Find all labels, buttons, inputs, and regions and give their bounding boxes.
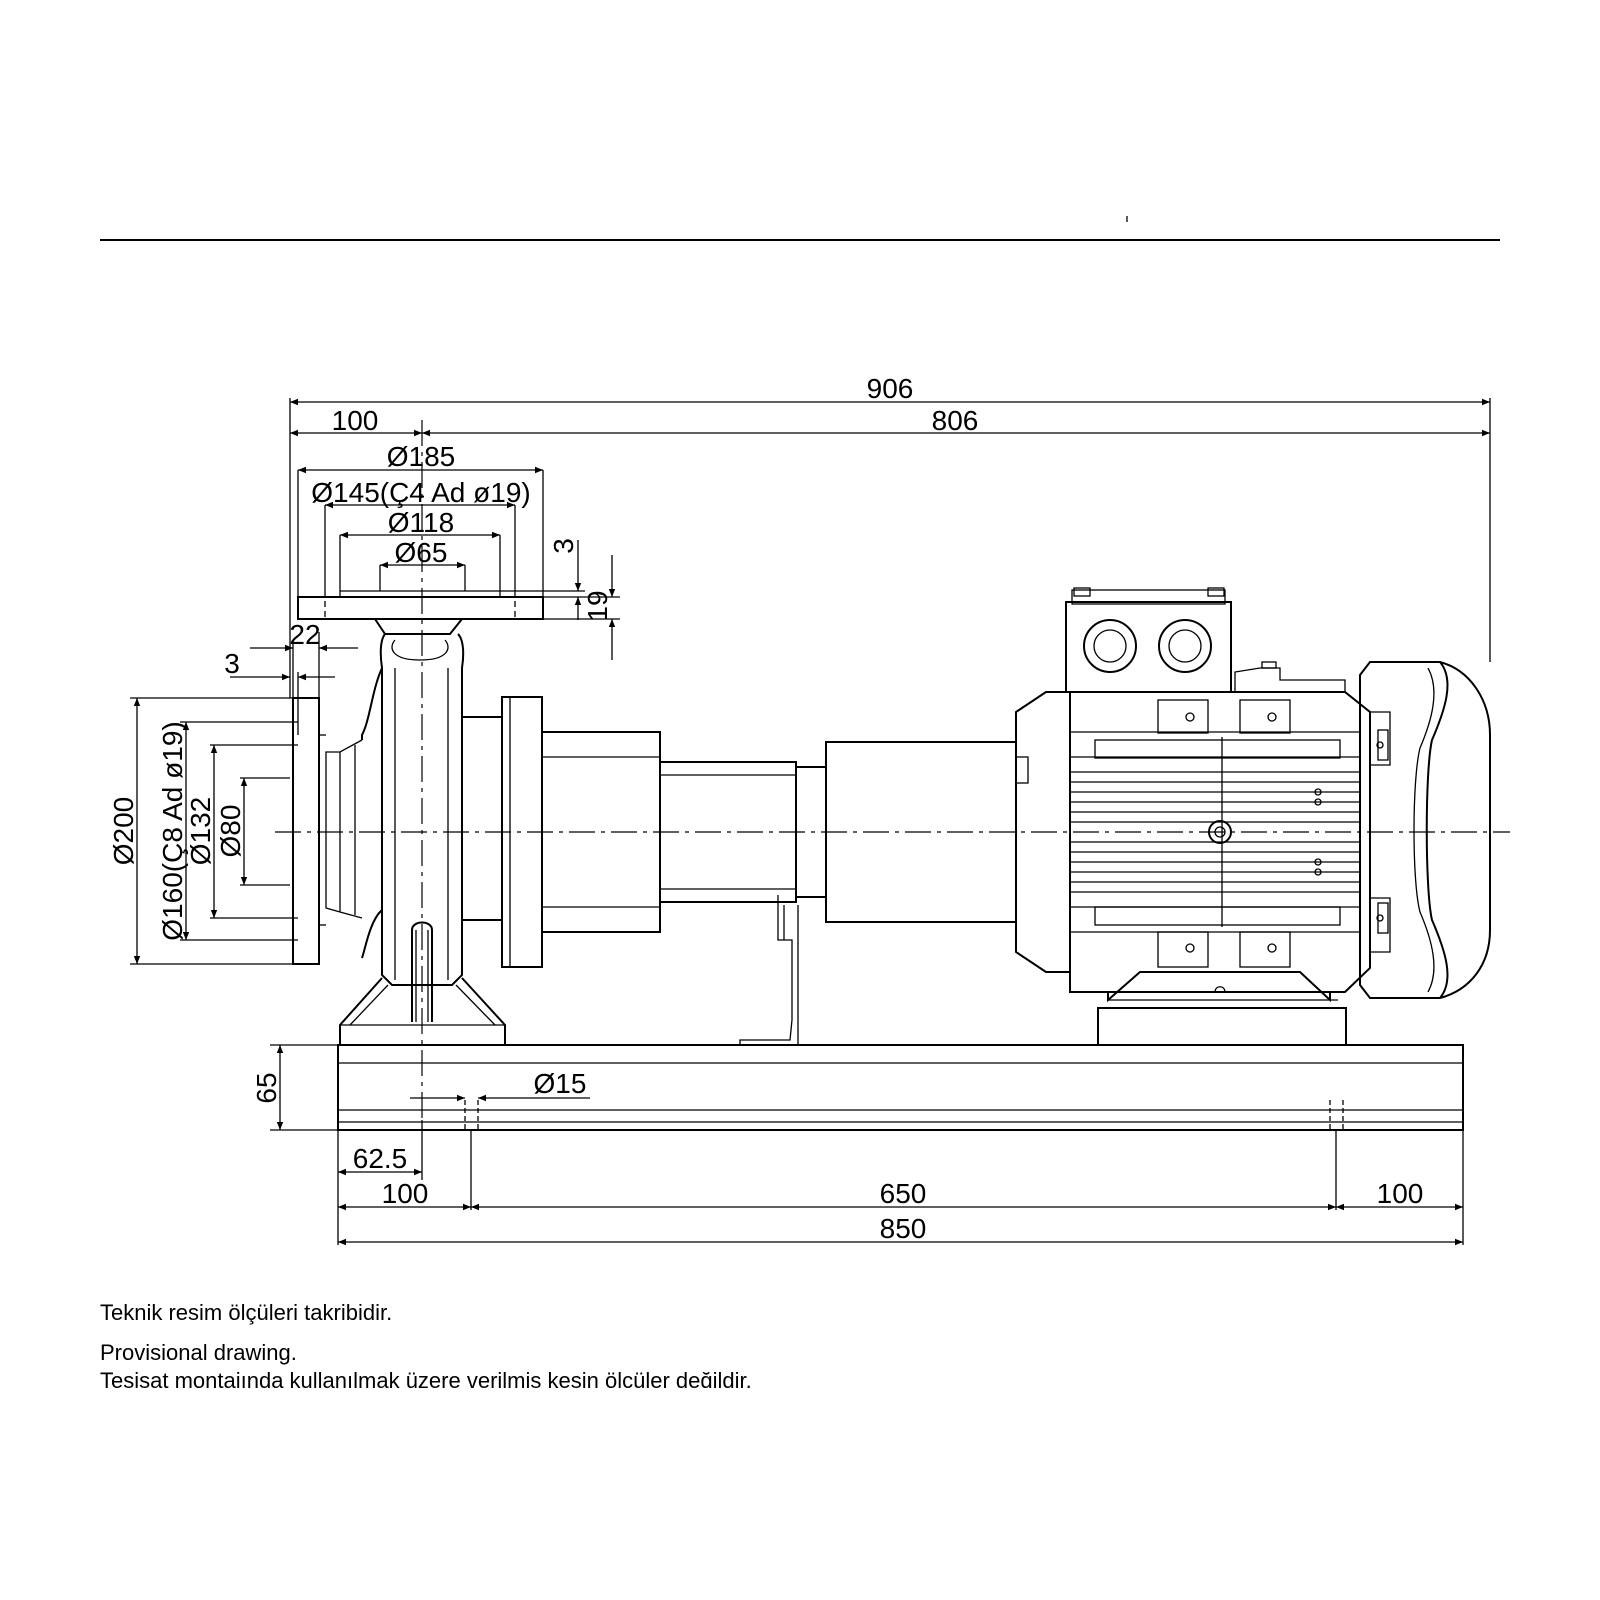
- dim-anchor-hole: Ø15: [534, 1068, 587, 1099]
- terminal-box: [1065, 587, 1346, 693]
- dim-base-right-margin: 100: [1377, 1178, 1424, 1209]
- note-line-1: Teknik resim ölçüleri takribidir.: [100, 1300, 393, 1325]
- dim-base-length: 850: [880, 1213, 927, 1244]
- dim-motor-length: 806: [932, 405, 979, 436]
- fan-cover: [1359, 661, 1491, 999]
- baseplate: [337, 1044, 1464, 1131]
- note-line-2: Provisional drawing.: [100, 1340, 297, 1365]
- dim-overall-length: 906: [867, 373, 914, 404]
- dim-flange-raised-face: Ø118: [388, 507, 454, 538]
- dim-flange-offset: 100: [332, 405, 379, 436]
- dim-base-left-margin: 100: [382, 1178, 429, 1209]
- dim-suction-raised-face: Ø132: [185, 797, 216, 866]
- dim-base-height: 65: [251, 1072, 282, 1103]
- dimension-labels: 906 100 806 Ø185 Ø145(Ç4 Ad ø19) Ø118 Ø6…: [108, 373, 1423, 1244]
- dim-face-step: 3: [548, 538, 579, 554]
- pump-casing: [292, 590, 544, 1046]
- dim-suction-outer-dia: Ø200: [108, 797, 139, 866]
- note-line-3: Tesisat montajında kullanılmak üzere ver…: [100, 1372, 752, 1388]
- dim-suction-bore: Ø80: [215, 805, 246, 858]
- dim-suction-flange-thickness: 22: [289, 619, 320, 650]
- dimension-lines: [130, 398, 1491, 1246]
- dim-pump-foot-offset: 62.5: [353, 1143, 408, 1174]
- dim-flange-thickness: 19: [582, 590, 613, 621]
- dim-suction-face-step: 3: [224, 648, 240, 679]
- dim-flange-outer-dia: Ø185: [387, 441, 456, 472]
- dim-base-hole-spacing: 650: [880, 1178, 927, 1209]
- dim-discharge-bore: Ø65: [395, 537, 448, 568]
- dim-suction-bolt-circle: Ø160(Ç8 Ad ø19): [157, 721, 188, 940]
- dim-flange-bolt-circle: Ø145(Ç4 Ad ø19): [311, 477, 530, 508]
